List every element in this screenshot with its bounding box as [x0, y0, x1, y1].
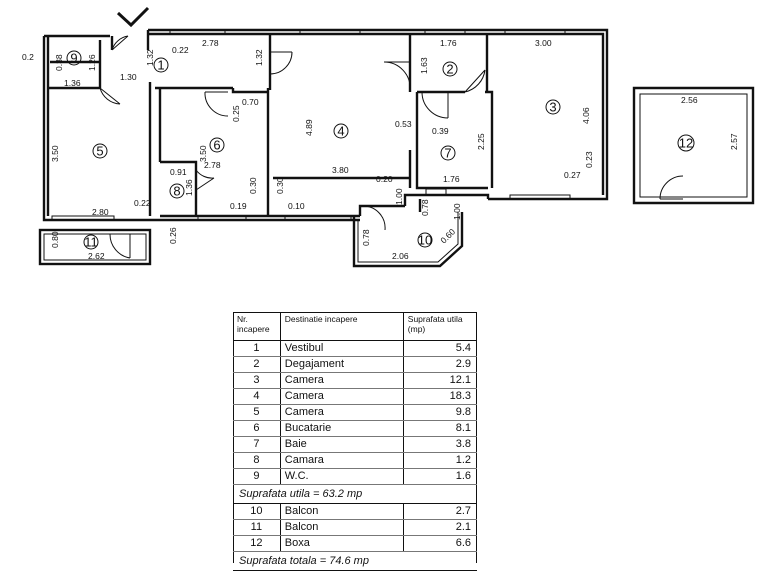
- total-text: Suprafata totala = 74.6 mp: [233, 551, 477, 571]
- exterior-walls: [42, 28, 609, 222]
- dim-label: 1.36: [184, 179, 194, 196]
- interior-walls: [48, 34, 494, 216]
- balcony-11: [38, 228, 152, 266]
- dim-label: 0.2: [22, 52, 34, 62]
- dim-label: 2.78: [204, 160, 221, 170]
- dim-label: 0.10: [288, 201, 305, 211]
- dim-label: 0.23: [584, 151, 594, 168]
- room-number: 2: [446, 62, 453, 77]
- dim-label: 1.00: [394, 188, 404, 205]
- dim-label: 2.80: [92, 207, 109, 217]
- dim-label: 2.62: [88, 251, 105, 261]
- dim-label: 0.80: [50, 231, 60, 248]
- header-nr: Nr. incapere: [233, 312, 281, 341]
- dim-label: 3.50: [198, 145, 208, 162]
- windows: [51, 29, 571, 221]
- room-number: 5: [96, 144, 103, 159]
- dim-label: 1.63: [419, 57, 429, 74]
- table-header-row: Nr. incapere Destinatie incapere Suprafa…: [233, 312, 477, 341]
- dim-label: 1.76: [443, 174, 460, 184]
- dim-label: 0.20: [376, 174, 393, 184]
- room-number: 3: [549, 100, 556, 115]
- dimension-labels: 0.2 0.38 1.26 1.36 1.30 1.32 0.22 2.78 1…: [22, 38, 739, 261]
- room-markers: 1 2 3 4 5 6 7 8 9 10 11 12: [66, 50, 695, 250]
- dim-label: 0.19: [230, 201, 247, 211]
- dim-label: 1.32: [254, 49, 264, 66]
- dim-label: 2.25: [476, 133, 486, 150]
- room-number: 7: [444, 146, 451, 161]
- dim-label: 3.00: [535, 38, 552, 48]
- dim-label: 2.78: [202, 38, 219, 48]
- dim-label: 0.78: [420, 199, 430, 216]
- dim-label: 1.26: [87, 54, 97, 71]
- room-number: 6: [213, 138, 220, 153]
- room-number: 4: [337, 124, 344, 139]
- subtotal-text: Suprafata utila = 63.2 mp: [233, 484, 477, 504]
- dim-label: 0.78: [361, 229, 371, 246]
- dim-label: 2.57: [729, 133, 739, 150]
- dim-label: 0.22: [172, 45, 189, 55]
- floor-plan: 0.2 0.38 1.26 1.36 1.30 1.32 0.22 2.78 1…: [22, 6, 755, 268]
- dim-label: 0.30: [275, 177, 285, 194]
- dim-label: 0.26: [168, 227, 178, 244]
- dim-label: 0.53: [395, 119, 412, 129]
- header-destination: Destinatie incapere: [280, 312, 404, 341]
- entrance-arrow-icon: [116, 6, 150, 28]
- dim-label: 2.06: [392, 251, 409, 261]
- dim-label: 1.32: [145, 49, 155, 66]
- room-number: 11: [84, 235, 98, 250]
- dim-label: 1.76: [440, 38, 457, 48]
- dim-label: 0.70: [242, 97, 259, 107]
- dim-label: 0.30: [248, 177, 258, 194]
- area-table: Nr. incapere Destinatie incapere Suprafa…: [233, 312, 477, 571]
- dim-label: 1.30: [120, 72, 137, 82]
- storage-12: [632, 86, 755, 205]
- dim-label: 4.06: [581, 107, 591, 124]
- dim-label: 0.39: [432, 126, 449, 136]
- dim-label: 1.00: [452, 203, 462, 220]
- dim-label: 0.27: [564, 170, 581, 180]
- dim-label: 0.38: [54, 54, 64, 71]
- room-number: 1: [157, 58, 164, 73]
- dim-label: 3.50: [50, 145, 60, 162]
- total-row: Suprafata totala = 74.6 mp: [233, 551, 477, 571]
- dim-label: 3.80: [332, 165, 349, 175]
- doors: [99, 35, 684, 259]
- header-area: Suprafata utila (mp): [403, 312, 477, 341]
- room-number: 12: [679, 136, 693, 151]
- dim-label: 0.25: [231, 105, 241, 122]
- balcony-10: [352, 212, 464, 268]
- subtotal-row: Suprafata utila = 63.2 mp: [233, 484, 477, 504]
- dim-label: 1.36: [64, 78, 81, 88]
- dim-label: 4.89: [304, 119, 314, 136]
- dim-label: 0.60: [438, 226, 457, 245]
- room-number: 8: [173, 184, 180, 199]
- room-number: 9: [70, 51, 77, 66]
- dim-label: 2.56: [681, 95, 698, 105]
- dim-label: 0.91: [170, 167, 187, 177]
- room-number: 10: [418, 233, 432, 248]
- dim-label: 0.22: [134, 198, 151, 208]
